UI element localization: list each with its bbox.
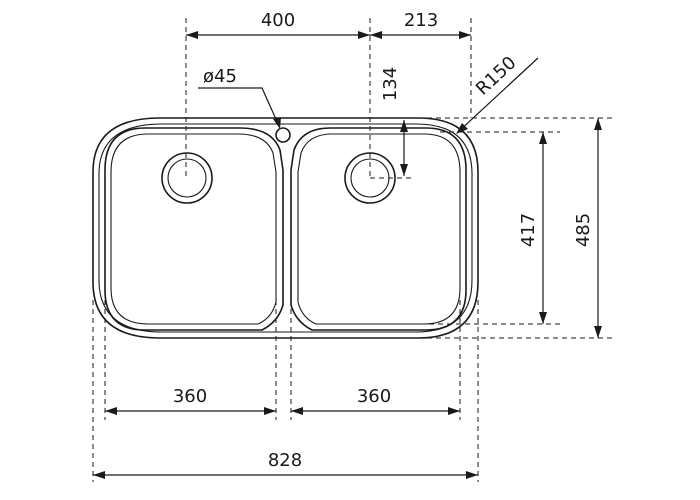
dimension-lines — [93, 31, 602, 479]
right-bowl-outer — [290, 127, 467, 331]
dim-label-radius: R150 — [472, 52, 521, 99]
dim-label-213: 213 — [404, 10, 438, 31]
left-bowl-outer — [104, 127, 284, 331]
left-bowl-inner — [110, 133, 277, 325]
dim-label-overflow-diameter: ø45 — [203, 66, 237, 87]
dim-label-485: 485 — [573, 213, 594, 247]
dim-label-828: 828 — [268, 450, 302, 471]
dim-label-134: 134 — [380, 67, 401, 101]
dim-label-360-right: 360 — [357, 386, 391, 407]
dimension-labels: 400 213 ø45 134 R150 417 485 360 360 828 — [173, 10, 594, 471]
sink-body — [92, 117, 479, 339]
left-drain-outer — [161, 152, 213, 204]
overflow-hole — [275, 127, 291, 143]
right-bowl-inner — [297, 133, 461, 325]
sink-inner-rim — [98, 123, 473, 333]
sink-outer-rim — [92, 117, 479, 339]
dim-label-360-left: 360 — [173, 386, 207, 407]
extension-lines — [92, 18, 612, 482]
left-drain-inner — [167, 158, 207, 198]
dim-label-400: 400 — [261, 10, 295, 31]
dim-label-417: 417 — [518, 213, 539, 247]
